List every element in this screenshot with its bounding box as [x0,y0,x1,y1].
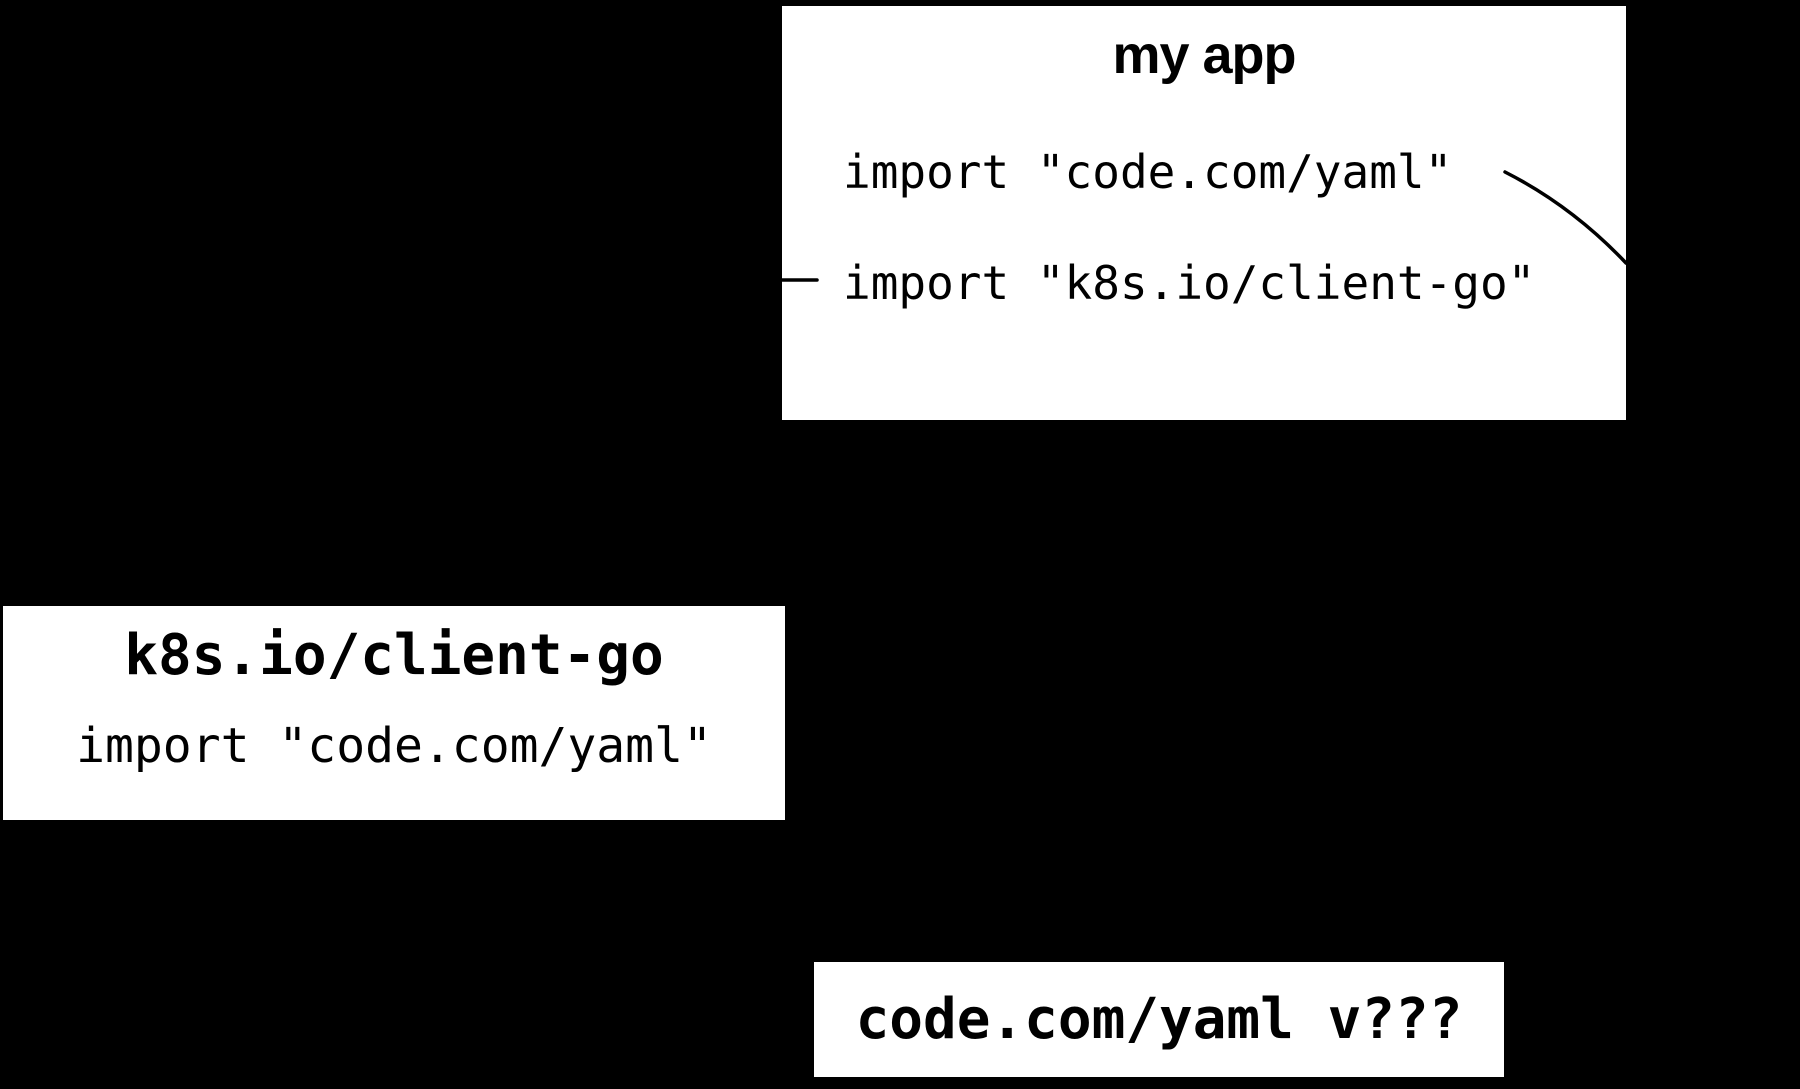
client-go-title: k8s.io/client-go [124,623,664,688]
yaml-version-box: code.com/yaml v??? [814,962,1504,1077]
my-app-import-client-go: import "k8s.io/client-go" [843,256,1536,310]
client-go-box: k8s.io/client-go import "code.com/yaml" [3,606,785,820]
yaml-version-title: code.com/yaml v??? [855,986,1463,1052]
my-app-import-yaml: import "code.com/yaml" [843,145,1453,199]
my-app-title: my app [1112,25,1296,85]
client-go-import-yaml: import "code.com/yaml" [76,718,712,774]
my-app-box: my app import "code.com/yaml" import "k8… [782,6,1626,420]
